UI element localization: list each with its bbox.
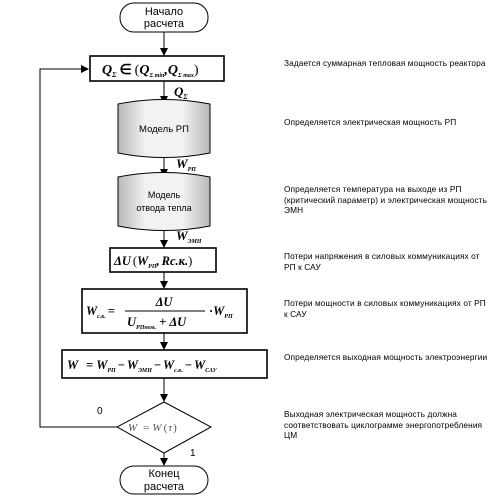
branch-label-yes: 1 bbox=[190, 448, 196, 459]
description-7: Выходная электрическая мощность должна с… bbox=[284, 409, 483, 440]
description-2: Определяется электрическая мощность РП bbox=[284, 117, 457, 127]
svg-text:·WРП: ·WРП bbox=[209, 304, 233, 320]
arrow-label-wemn: WЭМН bbox=[176, 228, 202, 245]
box-output-power: W=WРП−WЭМН−Wс.к.−WСАУ bbox=[61, 349, 268, 379]
box-rp-model: Модель РП bbox=[117, 99, 211, 158]
description-3: Определяется температура на выходе из РП… bbox=[284, 184, 488, 215]
end-terminal: Конец расчета bbox=[119, 465, 209, 495]
svg-text:ΔU(WРП,Rc.к.): ΔU(WРП,Rc.к.) bbox=[113, 254, 192, 270]
end-label-line1: Конец bbox=[148, 468, 180, 480]
decision-diamond: W=W(τ) bbox=[115, 401, 213, 454]
end-label-line2: расчета bbox=[144, 481, 185, 493]
box-heat-removal-line1: Модель bbox=[148, 190, 181, 200]
description-4: Потери напряжения в силовых коммуникация… bbox=[284, 251, 480, 272]
svg-text:QΣ∈(QΣ min,QΣ max): QΣ∈(QΣ min,QΣ max) bbox=[102, 63, 199, 79]
start-terminal: Начало расчета bbox=[119, 2, 209, 33]
svg-text:UРПном.+ ΔU: UРПном.+ ΔU bbox=[127, 315, 187, 331]
description-5: Потери мощности в силовых коммуникациях … bbox=[284, 298, 486, 319]
branch-label-no: 0 bbox=[97, 406, 103, 417]
description-6: Определяется выходная мощность электроэн… bbox=[284, 352, 488, 362]
box-heat-removal-model: Модель отвода тепла bbox=[117, 172, 211, 231]
start-label-line2: расчета bbox=[144, 18, 185, 30]
box-voltage-loss: ΔU(WРП,Rc.к.) bbox=[109, 247, 217, 273]
box-total-thermal-power: QΣ∈(QΣ min,QΣ max) bbox=[89, 55, 225, 82]
svg-text:ΔU: ΔU bbox=[155, 295, 174, 309]
box-power-loss: Wс.к.= ΔU UРПном.+ ΔU ·WРП bbox=[81, 288, 248, 334]
start-label-line1: Начало bbox=[145, 6, 183, 18]
description-1: Задается суммарная тепловая мощность реа… bbox=[284, 58, 486, 68]
svg-text:Wс.к.=: Wс.к.= bbox=[86, 304, 115, 320]
svg-text:W=WРП−WЭМН−Wс.к.−WСАУ: W=WРП−WЭМН−Wс.к.−WСАУ bbox=[67, 358, 218, 374]
box-rp-model-label: Модель РП bbox=[139, 124, 189, 135]
arrow-label-q: QΣ bbox=[174, 84, 188, 101]
box-heat-removal-line2: отвода тепла bbox=[136, 203, 191, 213]
arrow-label-wrp: WРП bbox=[176, 156, 196, 173]
svg-text:W=W(τ): W=W(τ) bbox=[128, 422, 177, 434]
connectors bbox=[39, 32, 168, 466]
